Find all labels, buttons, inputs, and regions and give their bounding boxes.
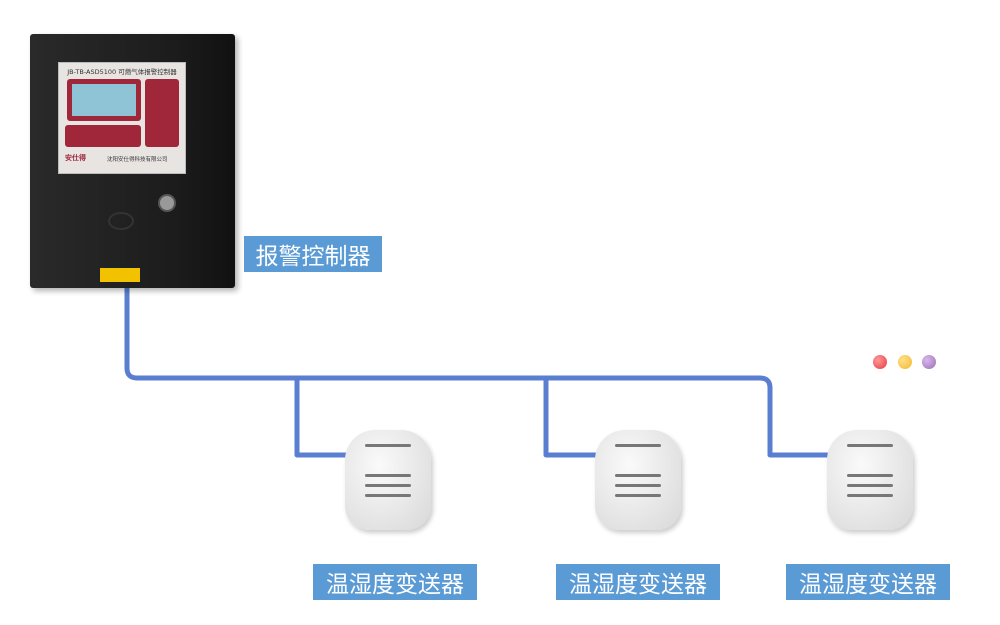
- bus-wire: [124, 288, 773, 389]
- lcd-screen: [67, 79, 141, 121]
- sensor-label-2: 温湿度变送器: [556, 564, 720, 600]
- controller-model-title: JB-TB-ASD5100 可燃气体报警控制器: [67, 68, 177, 76]
- lock-icon: [158, 194, 176, 212]
- keypad: [65, 125, 141, 147]
- red-dot-icon: [873, 355, 887, 369]
- branch-wire-3: [767, 388, 832, 458]
- status-leds: [145, 79, 179, 147]
- speaker-icon: [108, 212, 134, 230]
- controller-label: 报警控制器: [244, 236, 382, 272]
- purple-dot-icon: [922, 355, 936, 369]
- controller-panel: JB-TB-ASD5100 可燃气体报警控制器 安仕得 沈阳安仕得科技有限公司: [58, 62, 186, 174]
- sensor-device-3: [827, 430, 913, 530]
- warning-sticker: [100, 268, 140, 282]
- sensor-device-1: [345, 430, 431, 530]
- branch-wire-1: [294, 378, 350, 458]
- alarm-controller: JB-TB-ASD5100 可燃气体报警控制器 安仕得 沈阳安仕得科技有限公司: [30, 34, 235, 288]
- sensor-label-3: 温湿度变送器: [786, 564, 950, 600]
- branch-wire-2: [543, 378, 600, 458]
- yellow-dot-icon: [898, 355, 912, 369]
- brand-logo: 安仕得: [65, 154, 86, 162]
- sensor-label-1: 温湿度变送器: [313, 564, 477, 600]
- company-name: 沈阳安仕得科技有限公司: [107, 157, 168, 163]
- sensor-device-2: [595, 430, 681, 530]
